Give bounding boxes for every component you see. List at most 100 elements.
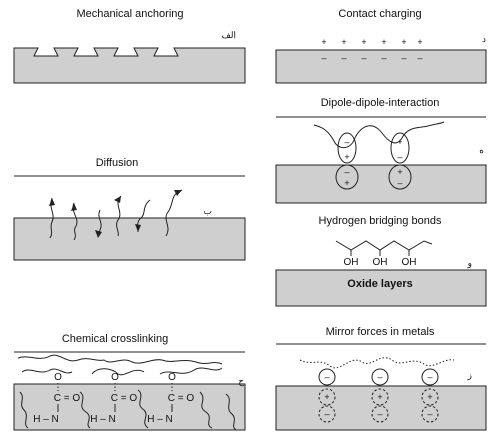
image-charge (371, 388, 389, 406)
carbonyl-group: C = O (168, 393, 195, 404)
polymer-backbone (335, 240, 433, 251)
diffusing-polymer-chains (49, 189, 183, 241)
minus-charge: – (427, 409, 432, 419)
plus-charge: + (344, 152, 349, 162)
substrate-chain (199, 391, 213, 429)
substrate-chain (225, 393, 237, 431)
arrowhead (174, 190, 182, 196)
panel-title: Diffusion (96, 157, 139, 169)
minus-charge: – (361, 53, 366, 63)
amine-group: H – N (90, 414, 116, 425)
polymer-network (17, 354, 223, 365)
substrate (275, 49, 487, 84)
panel-diffusion: Diffusion ب (13, 157, 246, 261)
panel-chemical-crosslinking: Chemical crosslinking O C = O H – N O C … (13, 333, 246, 431)
minus-charge: – (377, 409, 382, 419)
panel-title: Mirror forces in metals (326, 326, 435, 338)
polymer-network (91, 367, 223, 376)
minus-charge: – (397, 152, 402, 162)
substrate-chain (137, 389, 149, 429)
arrowhead (49, 198, 55, 206)
substrate-chain (19, 391, 29, 429)
panel-letter: ج (238, 376, 244, 387)
substrate-dipole (388, 164, 412, 190)
panel-title: Contact charging (338, 8, 421, 20)
panel-title: Mechanical anchoring (76, 8, 183, 20)
crosslink-unit: O C = O H – N (33, 372, 80, 425)
polymer-charge (421, 368, 439, 386)
plus-charge: + (427, 392, 432, 402)
plus-charge: + (397, 137, 402, 147)
image-charge (421, 388, 439, 406)
amine-group: H – N (33, 414, 59, 425)
polymer-chain (165, 189, 183, 237)
polymer-dipole (390, 132, 410, 164)
image-charge (318, 388, 336, 406)
minus-charge: – (397, 178, 402, 188)
polymer-chain (299, 357, 455, 369)
substrate (13, 383, 246, 431)
polymer-chain (116, 195, 122, 237)
hydroxyl-group: OH (344, 257, 359, 268)
polymer-charge (318, 368, 336, 386)
plus-charge: + (397, 167, 402, 177)
plus-charge: + (417, 37, 422, 47)
oxygen-atom: O (111, 372, 119, 383)
polymer-dipole (337, 132, 357, 164)
plus-charge: + (321, 37, 326, 47)
panel-letter: ه (479, 145, 484, 155)
panel-letter: و (467, 258, 472, 269)
arrowhead (95, 230, 102, 238)
minus-charge: – (324, 409, 329, 419)
substrate-chain (79, 391, 91, 429)
panel-contact-charging: Contact charging + + + + + + – – – – – –… (275, 8, 487, 84)
arrowhead (71, 203, 77, 211)
oxide-substrate (275, 269, 487, 307)
crosslink-unit: O C = O H – N (90, 372, 137, 425)
plus-charge: + (344, 178, 349, 188)
minus-charge: – (324, 372, 329, 382)
substrate-dipole (335, 164, 359, 190)
plus-charge: + (324, 392, 329, 402)
plus-charge: + (341, 37, 346, 47)
carbonyl-group: C = O (111, 393, 138, 404)
panel-letter: ب (204, 206, 212, 216)
substrate-label: Oxide layers (347, 278, 412, 290)
minus-charge: – (344, 137, 349, 147)
image-charge (421, 405, 439, 423)
plus-charge: + (377, 392, 382, 402)
surface-charges: + + + + + + – – – – – – (321, 37, 422, 63)
amine-group: H – N (147, 414, 173, 425)
minus-charge: – (381, 53, 386, 63)
minus-charge: – (401, 53, 406, 63)
polymer-chain (49, 197, 54, 239)
hydroxyl-group: OH (373, 257, 388, 268)
plus-charge: + (361, 37, 366, 47)
substrate (275, 164, 487, 204)
panel-title: Hydrogen bridging bonds (319, 215, 442, 227)
panel-title: Chemical crosslinking (62, 333, 168, 345)
polymer-network (21, 368, 73, 374)
panel-letter: ز (467, 370, 472, 381)
minus-charge: – (344, 167, 349, 177)
minus-charge: – (377, 372, 382, 382)
panel-hydrogen-bonds: Hydrogen bridging bonds OH OH OH Oxide l… (275, 215, 487, 307)
minus-charge: – (341, 53, 346, 63)
panel-letter: د (482, 34, 486, 44)
panel-dipole-dipole: Dipole-dipole-interaction – + + – – + + … (275, 97, 487, 204)
plus-charge: + (401, 37, 406, 47)
carbonyl-group: C = O (54, 393, 81, 404)
arrowhead (114, 196, 121, 203)
panel-mechanical-anchoring: Mechanical anchoring الف (13, 8, 246, 84)
minus-charge: – (417, 53, 422, 63)
hydroxyl-group: OH (402, 257, 417, 268)
polymer-chain (97, 209, 102, 237)
substrate (13, 217, 246, 261)
polymer-chain (313, 121, 445, 149)
oxygen-atom: O (54, 372, 62, 383)
arrowhead (135, 224, 141, 232)
polymer-charge (371, 368, 389, 386)
metal-substrate (275, 385, 487, 431)
minus-charge: – (321, 53, 326, 63)
